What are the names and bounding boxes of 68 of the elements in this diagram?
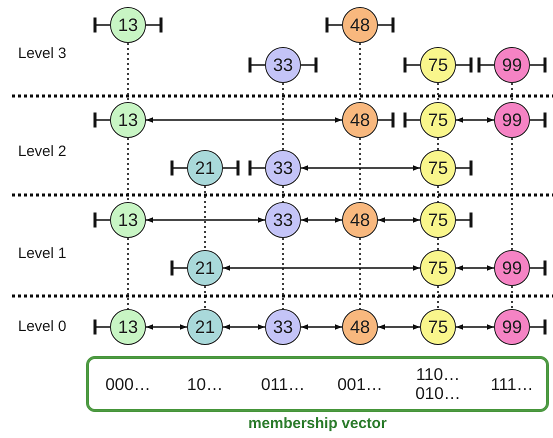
level-label: Level 1	[18, 245, 66, 262]
node-circle: 48	[342, 102, 378, 138]
node-circle: 48	[342, 7, 378, 43]
node-circle: 21	[187, 309, 223, 345]
dotted-line	[282, 186, 284, 202]
double-arrow	[146, 324, 187, 330]
membership-value: 000…	[104, 374, 152, 396]
node-circle: 75	[420, 202, 456, 238]
dotted-line	[127, 43, 129, 102]
double-arrow	[301, 165, 420, 171]
node-circle: 13	[110, 309, 146, 345]
node-circle: 13	[110, 202, 146, 238]
node-circle: 99	[494, 309, 530, 345]
double-arrow	[456, 117, 494, 123]
double-arrow	[146, 117, 342, 123]
membership-value: 10…	[186, 374, 224, 396]
node-circle: 33	[265, 47, 301, 83]
double-arrow	[378, 324, 420, 330]
dotted-line	[437, 138, 439, 150]
node-circle: 33	[265, 150, 301, 186]
node-circle: 33	[265, 309, 301, 345]
node-circle: 13	[110, 102, 146, 138]
dotted-line	[437, 83, 439, 102]
dotted-line	[359, 238, 361, 309]
node-circle: 21	[187, 150, 223, 186]
node-circle: 13	[110, 7, 146, 43]
node-circle: 48	[342, 202, 378, 238]
double-arrow	[456, 265, 494, 271]
double-arrow	[223, 265, 420, 271]
dotted-line	[511, 286, 513, 309]
dotted-line	[282, 83, 284, 150]
double-arrow	[378, 217, 420, 223]
double-arrow	[301, 324, 342, 330]
node-circle: 75	[420, 309, 456, 345]
membership-value: 001…	[336, 374, 384, 396]
dotted-line	[437, 286, 439, 309]
double-arrow	[301, 217, 342, 223]
node-circle: 75	[420, 102, 456, 138]
node-circle: 21	[187, 250, 223, 286]
double-arrow	[456, 324, 494, 330]
node-circle: 99	[494, 47, 530, 83]
node-circle: 48	[342, 309, 378, 345]
membership-value: 110… 010…	[414, 365, 462, 403]
double-arrow	[146, 217, 265, 223]
membership-value: 011…	[260, 374, 306, 396]
membership-value: 111…	[490, 374, 534, 396]
dotted-line	[359, 138, 361, 202]
dotted-line	[127, 238, 129, 309]
dotted-line	[204, 186, 206, 250]
dotted-line	[359, 43, 361, 102]
box-caption: membership vector	[247, 415, 388, 432]
dotted-line	[511, 138, 513, 250]
dotted-line	[204, 286, 206, 309]
dotted-line	[511, 83, 513, 102]
level-label: Level 3	[18, 45, 66, 62]
node-circle: 99	[494, 102, 530, 138]
node-circle: 33	[265, 202, 301, 238]
double-arrow	[223, 324, 265, 330]
node-circle: 99	[494, 250, 530, 286]
dotted-line	[282, 238, 284, 309]
level-label: Level 0	[18, 318, 66, 335]
node-circle: 75	[420, 47, 456, 83]
node-circle: 75	[420, 250, 456, 286]
level-label: Level 2	[18, 143, 66, 160]
dotted-line	[437, 238, 439, 250]
dotted-line	[437, 186, 439, 202]
node-circle: 75	[420, 150, 456, 186]
dotted-line	[127, 138, 129, 202]
